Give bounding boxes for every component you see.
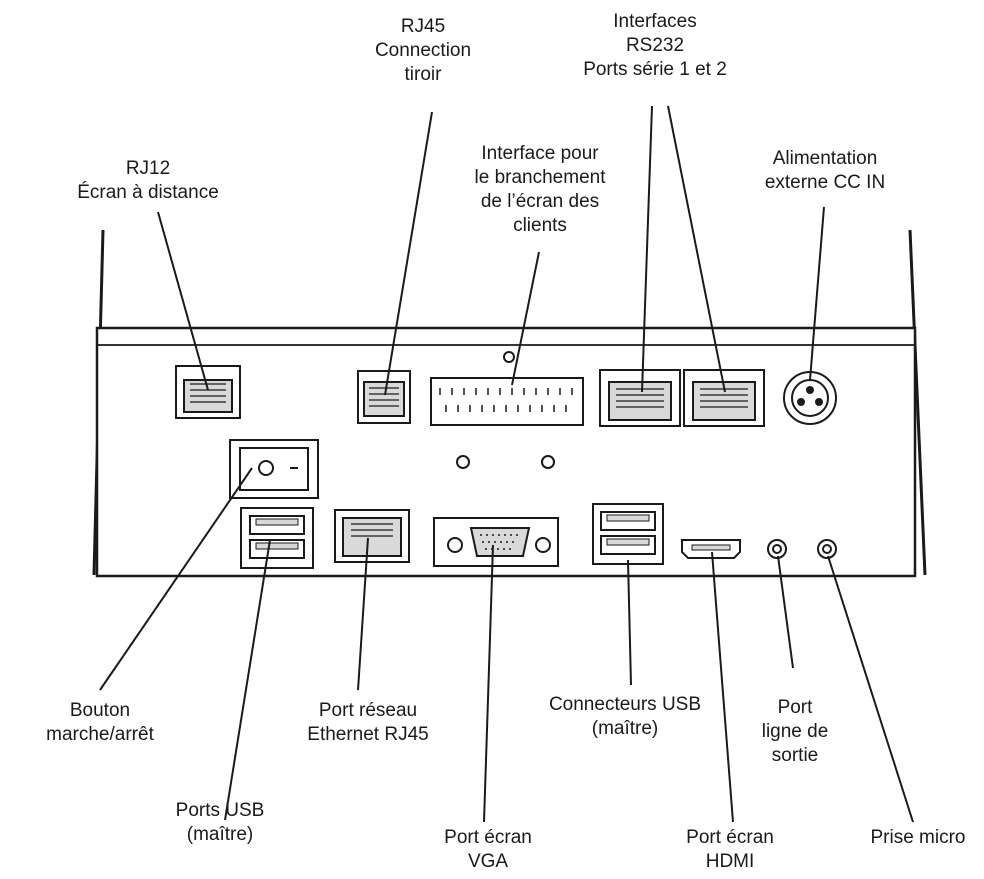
rs232-port-2 — [683, 369, 765, 427]
label-mic: Prise micro — [870, 827, 966, 848]
label-ethernet: Port réseau Ethernet RJ45 — [307, 700, 429, 745]
leader-line-dc-in — [809, 206, 825, 381]
customer-display-connector — [430, 351, 584, 426]
label-rj45-drawer: RJ45 Connection tiroir — [374, 16, 472, 85]
leader-line-rs232-1 — [641, 105, 653, 393]
leader-line-usb-right — [627, 559, 632, 686]
label-rj12: RJ12 Écran à distance — [77, 158, 219, 203]
right-edge-line — [908, 229, 927, 576]
leader-line-ethernet — [357, 537, 369, 691]
leader-line-hdmi — [711, 551, 734, 823]
label-rs232: Interfaces RS232 Ports série 1 et 2 — [583, 11, 727, 80]
mic-jack — [817, 539, 837, 559]
label-dc-in: Alimentation externe CC IN — [764, 148, 886, 193]
screw — [456, 455, 470, 469]
screw — [541, 455, 555, 469]
hdmi-port — [681, 539, 741, 559]
leader-line-customer-display — [511, 251, 540, 386]
leader-line-rj12 — [157, 211, 209, 391]
leader-line-rs232-2 — [667, 105, 726, 393]
leader-line-rj45-drawer — [384, 111, 433, 396]
power-button — [229, 439, 319, 499]
label-vga: Port écran VGA — [444, 827, 532, 872]
leader-line-power-button — [99, 467, 253, 691]
leader-line-vga — [483, 544, 494, 823]
usb-left-ports — [240, 507, 314, 569]
rj12-port — [175, 365, 241, 419]
label-usb-right: Connecteurs USB (maître) — [548, 694, 702, 739]
usb-right-ports — [592, 503, 664, 565]
label-usb-left: Ports USB (maître) — [175, 800, 265, 845]
label-customer-display-interface: Interface pour le branchement de l’écran… — [474, 143, 606, 236]
label-line-out: Port ligne de sortie — [761, 697, 829, 766]
leader-line-usb-left — [224, 539, 271, 821]
leader-line-line-out — [777, 555, 794, 669]
rj45-drawer-port — [357, 370, 411, 424]
rs232-port-1 — [599, 369, 681, 427]
leader-line-mic — [827, 555, 914, 823]
line-out-jack — [767, 539, 787, 559]
vga-port — [433, 517, 559, 567]
label-hdmi: Port écran HDMI — [686, 827, 774, 872]
label-power-button: Bouton marche/arrêt — [46, 700, 154, 745]
ethernet-port — [334, 509, 410, 563]
